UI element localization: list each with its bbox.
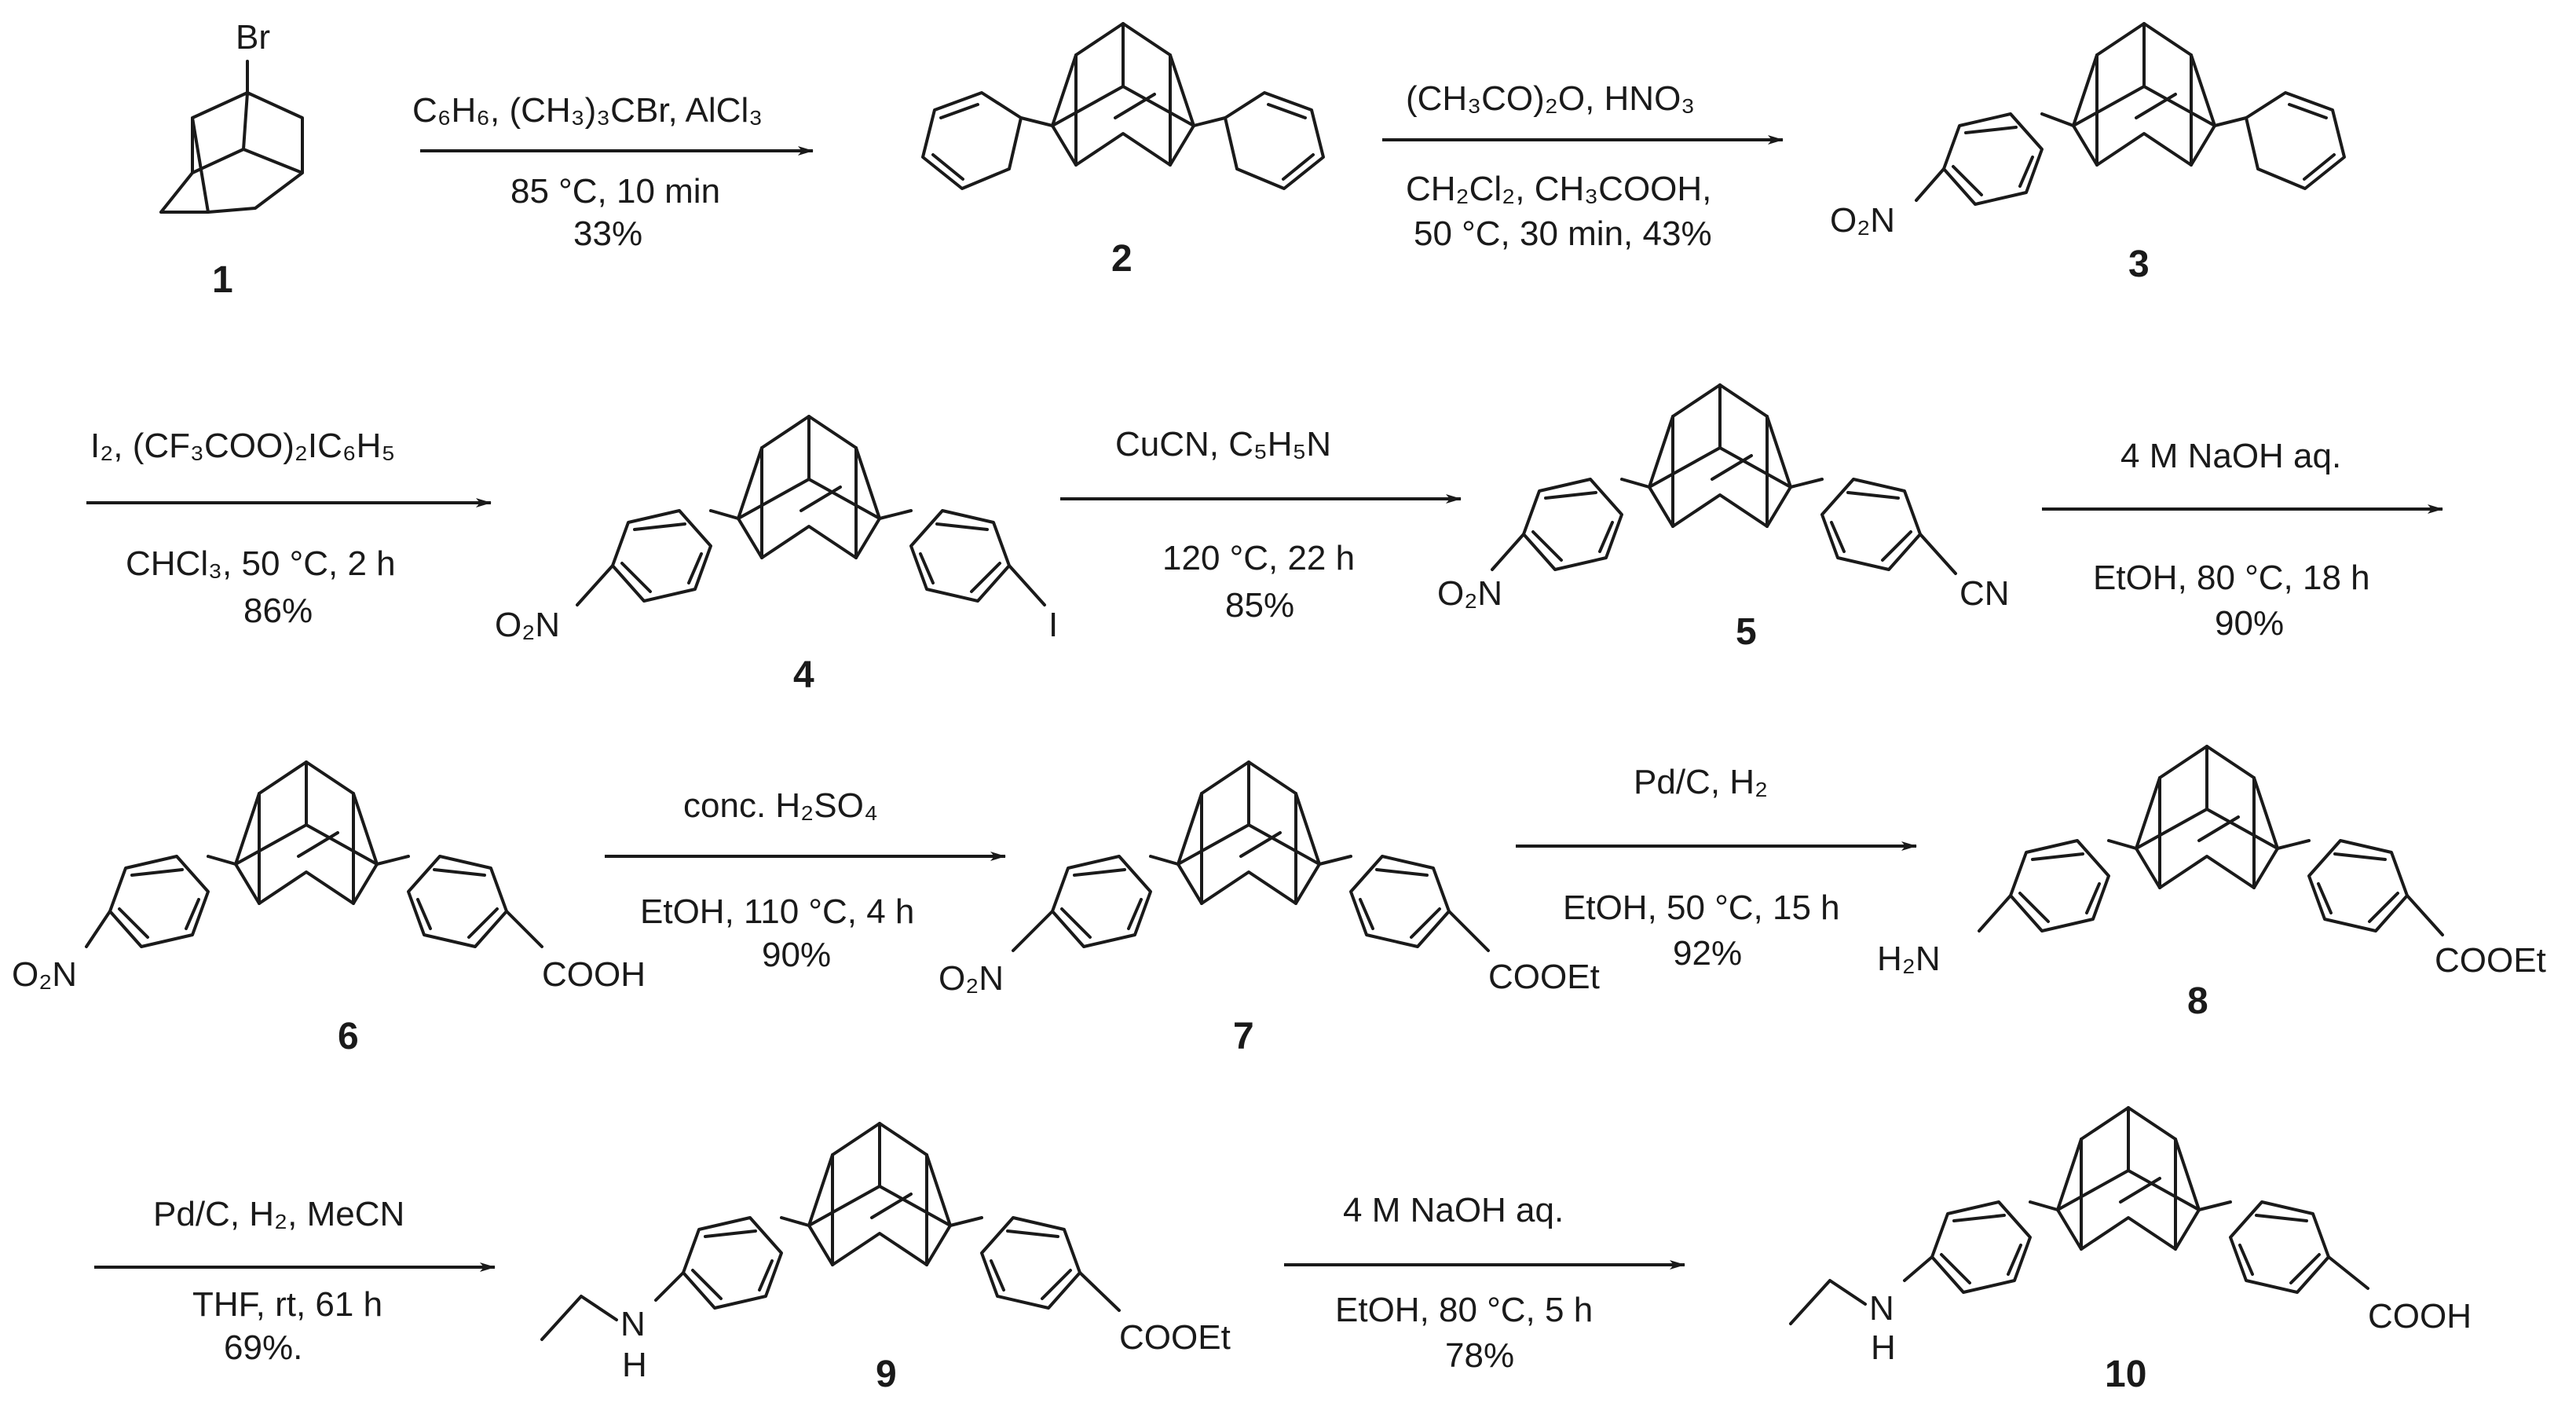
step-conditions: THF, rt, 61 h — [192, 1285, 382, 1324]
reaction-step-7: Pd/C, H₂ EtOH, 50 °C, 15 h 92% — [1516, 763, 1917, 973]
step-yield: 33% — [573, 214, 642, 253]
ethyl-ester-group: COOEt — [1488, 958, 1600, 996]
compound-number: 9 — [876, 1354, 897, 1395]
step-reagents: CuCN, C₅H₅N — [1115, 425, 1331, 464]
step-reagents: I₂, (CF₃COO)₂IC₆H₅ — [90, 427, 395, 465]
step-yield: 69%. — [224, 1328, 302, 1367]
carboxylic-acid-group: COOH — [2368, 1297, 2472, 1336]
nitro-group: O₂N — [939, 959, 1004, 998]
nitro-group: O₂N — [12, 955, 77, 994]
step-conditions: EtOH, 80 °C, 5 h — [1335, 1291, 1593, 1329]
step-conditions: EtOH, 50 °C, 15 h — [1563, 889, 1840, 927]
compound-1-bromine: Br — [236, 18, 270, 57]
compound-number: 3 — [2128, 244, 2150, 285]
step-yield: 92% — [1673, 934, 1742, 973]
compound-number: 10 — [2105, 1354, 2146, 1395]
step-conditions: EtOH, 80 °C, 18 h — [2093, 559, 2370, 597]
step-reagents: Pd/C, H₂, MeCN — [153, 1195, 404, 1233]
compound-10: N H COOH 10 — [1789, 1106, 2472, 1395]
reaction-step-5: 4 M NaOH aq. EtOH, 80 °C, 18 h 90% — [2042, 437, 2443, 643]
amine-nitrogen: N — [620, 1305, 646, 1343]
compound-9: N H COOEt 9 — [540, 1122, 1231, 1395]
reaction-step-2: (CH₃CO)₂O, HNO₃ CH₂Cl₂, CH₃COOH, 50 °C, … — [1382, 79, 1784, 253]
amine-hydrogen: H — [1871, 1328, 1896, 1367]
step-conditions: 85 °C, 10 min — [510, 172, 720, 211]
compound-number: 7 — [1233, 1016, 1254, 1057]
compound-3: O₂N 3 — [1830, 22, 2346, 285]
reaction-step-6: conc. H₂SO₄ EtOH, 110 °C, 4 h 90% — [605, 786, 1006, 974]
cyano-group: CN — [1959, 574, 2010, 613]
compound-5: O₂N CN 5 — [1437, 383, 2010, 653]
iodo-group: I — [1048, 606, 1058, 644]
step-reagents: 4 M NaOH aq. — [1343, 1191, 1564, 1229]
amino-group: H₂N — [1877, 940, 1941, 978]
ethyl-ester-group: COOEt — [2435, 941, 2546, 980]
reaction-step-4: CuCN, C₅H₅N 120 °C, 22 h 85% — [1060, 425, 1462, 625]
compound-2: 2 — [921, 22, 1325, 280]
compound-number: 1 — [212, 259, 233, 301]
amine-hydrogen: H — [622, 1346, 647, 1384]
compound-4: O₂N I 4 — [495, 415, 1058, 696]
compound-number: 5 — [1736, 611, 1757, 653]
reaction-step-9: 4 M NaOH aq. EtOH, 80 °C, 5 h 78% — [1284, 1191, 1685, 1375]
amine-nitrogen: N — [1869, 1289, 1894, 1328]
step-yield: 90% — [2215, 604, 2284, 643]
step-conditions: CH₂Cl₂, CH₃COOH, — [1406, 170, 1711, 208]
step-reagents: Pd/C, H₂ — [1634, 763, 1768, 801]
ethyl-ester-group: COOEt — [1119, 1318, 1231, 1357]
compound-number: 4 — [793, 654, 814, 696]
step-reagents: C₆H₆, (CH₃)₃CBr, AlCl₃ — [412, 91, 763, 130]
compound-number: 2 — [1111, 238, 1132, 280]
compound-number: 6 — [338, 1016, 359, 1057]
carboxylic-acid-group: COOH — [542, 955, 646, 994]
step-reagents: conc. H₂SO₄ — [683, 786, 878, 825]
reaction-step-3: I₂, (CF₃COO)₂IC₆H₅ CHCl₃, 50 °C, 2 h 86% — [86, 427, 492, 630]
step-conditions: 120 °C, 22 h — [1162, 539, 1355, 577]
step-yield: 86% — [243, 592, 313, 630]
step-conditions: CHCl₃, 50 °C, 2 h — [126, 544, 396, 583]
reaction-step-1: C₆H₆, (CH₃)₃CBr, AlCl₃ 85 °C, 10 min 33% — [412, 91, 814, 253]
step-yield: 78% — [1445, 1336, 1514, 1375]
step-conditions: EtOH, 110 °C, 4 h — [640, 892, 914, 931]
compound-1: Br 1 — [159, 18, 304, 301]
compound-6: O₂N COOH 6 — [12, 760, 646, 1057]
nitro-group: O₂N — [1830, 201, 1895, 240]
step-reagents: (CH₃CO)₂O, HNO₃ — [1406, 79, 1695, 118]
compound-7: O₂N COOEt 7 — [939, 760, 1600, 1057]
nitro-group: O₂N — [1437, 574, 1502, 613]
compound-8: H₂N COOEt 8 — [1877, 745, 2546, 1022]
step-reagents: 4 M NaOH aq. — [2120, 437, 2341, 475]
step-yield: 85% — [1225, 586, 1294, 625]
nitro-group: O₂N — [495, 606, 560, 644]
reaction-step-8: Pd/C, H₂, MeCN THF, rt, 61 h 69%. — [94, 1195, 496, 1367]
step-yield: 50 °C, 30 min, 43% — [1414, 214, 1712, 253]
compound-number: 8 — [2187, 980, 2208, 1022]
step-yield: 90% — [762, 936, 831, 974]
